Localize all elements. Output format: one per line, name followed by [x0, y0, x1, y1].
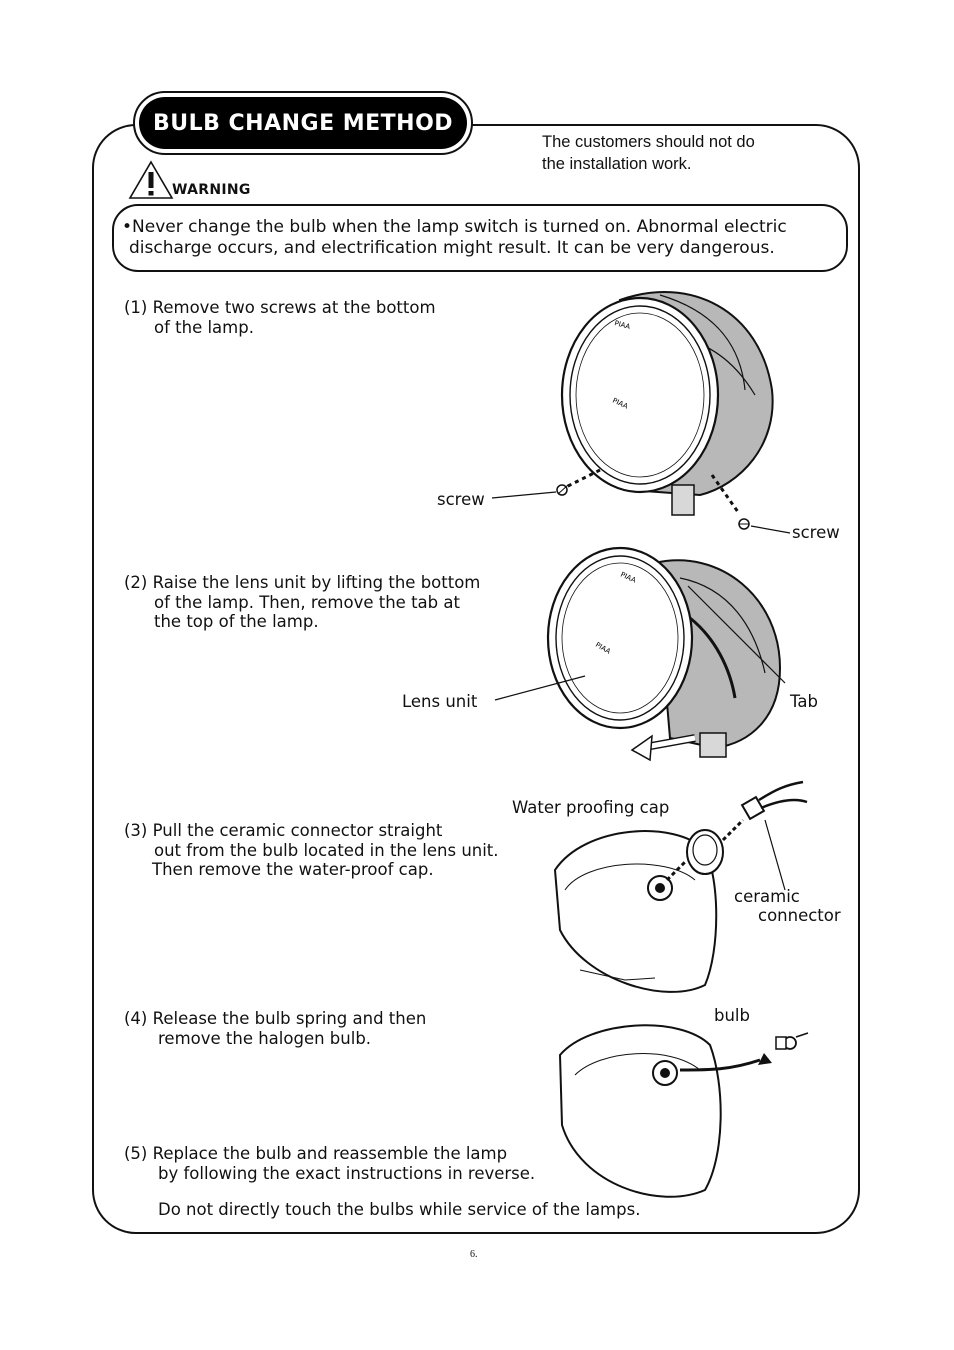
- step-2-line-3: the top of the lamp.: [124, 612, 480, 632]
- step-1-line-2: of the lamp.: [124, 318, 436, 338]
- step-2-line-1: (2) Raise the lens unit by lifting the b…: [124, 573, 480, 592]
- step-1: (1) Remove two screws at the bottom of t…: [124, 298, 436, 337]
- warning-text: •Never change the bulb when the lamp swi…: [122, 217, 842, 259]
- screw-left-icon: [557, 485, 568, 495]
- warning-text-line-2: discharge occurs, and electrification mi…: [122, 238, 842, 259]
- warning-label: WARNING: [172, 182, 251, 198]
- lens-unit-illustration: PIAA PIAA: [540, 548, 820, 783]
- connector-label: connector: [758, 906, 841, 925]
- step-3-line-2: out from the bulb located in the lens un…: [124, 841, 499, 861]
- lift-arrow-icon: [632, 736, 695, 760]
- step-3-line-1: (3) Pull the ceramic connector straight: [124, 821, 442, 840]
- step-5-line-1: (5) Replace the bulb and reassemble the …: [124, 1144, 507, 1163]
- warning-triangle-icon: [128, 160, 174, 200]
- tab-label: Tab: [790, 692, 818, 711]
- notice-line-1: The customers should not do: [542, 131, 842, 153]
- bulb-icon: [776, 1033, 808, 1049]
- step-4: (4) Release the bulb spring and then rem…: [124, 1009, 426, 1048]
- screw-right-label: screw: [792, 523, 840, 542]
- water-cap-icon: [687, 830, 723, 874]
- step-2: (2) Raise the lens unit by lifting the b…: [124, 573, 480, 632]
- step-2-line-2: of the lamp. Then, remove the tab at: [124, 593, 480, 613]
- step-1-line-1: (1) Remove two screws at the bottom: [124, 298, 436, 317]
- step-3: (3) Pull the ceramic connector straight …: [124, 821, 499, 880]
- section-title-badge: BULB CHANGE METHOD: [133, 91, 473, 155]
- ceramic-connector-icon: [742, 782, 807, 819]
- step-4-line-2: remove the halogen bulb.: [124, 1029, 426, 1049]
- notice-line-2: the installation work.: [542, 153, 842, 175]
- bulb-removal-illustration: [550, 1015, 820, 1205]
- screw-left-label: screw: [437, 490, 485, 509]
- installation-notice: The customers should not do the installa…: [542, 131, 842, 175]
- step-3-line-3: Then remove the water-proof cap.: [124, 860, 499, 880]
- ceramic-label: ceramic: [734, 887, 800, 906]
- screw-right-icon: [739, 519, 749, 529]
- lamp-screws-illustration: PIAA PIAA: [540, 280, 800, 530]
- section-title: BULB CHANGE METHOD: [139, 97, 467, 149]
- lens-unit-label: Lens unit: [402, 692, 477, 711]
- step-5-line-2: by following the exact instructions in r…: [124, 1164, 535, 1184]
- step-4-line-1: (4) Release the bulb spring and then: [124, 1009, 426, 1028]
- page-number: 6.: [470, 1249, 478, 1260]
- warning-text-line-1: •Never change the bulb when the lamp swi…: [122, 217, 842, 238]
- step-5: (5) Replace the bulb and reassemble the …: [124, 1144, 535, 1183]
